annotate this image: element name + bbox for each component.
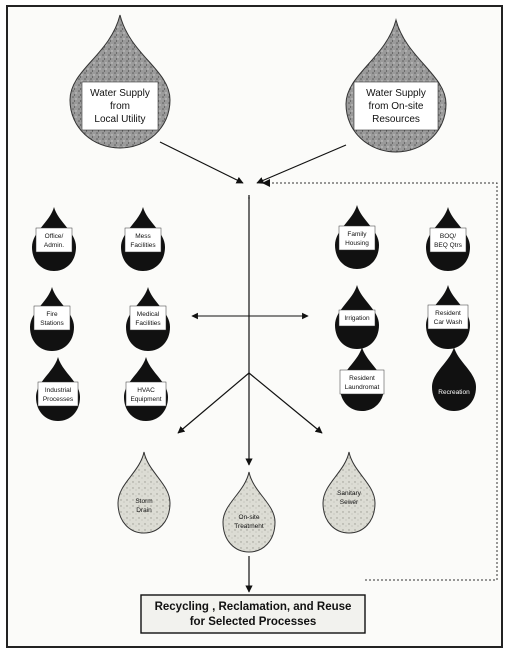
drop-label-line: Family [347,231,367,238]
drop-label-line: Sewer [340,499,359,506]
drop-label-line: from [110,101,130,112]
result-box-line: for Selected Processes [190,616,317,628]
drop-label-line: Equipment [130,396,161,403]
arrow-utility-to-junction [159,141,244,184]
drop-label-line: Fire [46,311,58,318]
drop-label-line: Medical [137,311,160,318]
drop-label-line: Office/ [45,233,64,240]
use-drops-right: Family Housing BOQ/ BEQ Qtrs Irrigation … [335,205,476,411]
drop-onsite-treatment: On-site Treatment [222,471,276,553]
drop-label-line: Sanitary [337,490,362,497]
result-box-line: Recycling , Reclamation, and Reuse [155,601,352,613]
result-box: Recycling , Reclamation, and Reuse for S… [140,594,366,634]
drop-label-line: Industrial [45,387,72,394]
arrow-onsite-to-junction [256,144,347,184]
drop-label-line: Admin. [44,242,64,249]
drop-label-line: Processes [43,396,74,403]
drop-label-line: Drain [136,507,152,514]
drop-label-line: Recreation [438,389,470,396]
use-drops-left: Office/ Admin. Mess Facilities Fire Stat… [30,207,170,421]
drop-label-line: BOQ/ [440,233,456,240]
drop-label-line: Resources [372,114,420,125]
recycle-arrowhead [262,179,270,187]
drop-label-line: HVAC [137,387,155,394]
drop-label-line: Resident [349,375,375,382]
drop-label-line: Laundromat [345,384,380,391]
arrow-to-storm-drain [177,372,250,434]
drop-label-line: Facilities [130,242,156,249]
drop-label-line: Water Supply [366,88,426,99]
drop-label-line: Resident [435,310,461,317]
drop-label-line: On-site [239,514,260,521]
recycle-loop-line [262,182,498,581]
drop-label-line: Storm [135,498,152,505]
drop-label-line: Housing [345,240,369,247]
drop-storm-drain: Storm Drain [117,451,171,534]
drop-label-line: Facilities [135,320,161,327]
arrow-to-sanitary-sewer [248,372,323,434]
drop-local-utility: Water Supply from Local Utility [69,14,171,149]
drop-label-line: Water Supply [90,88,150,99]
drop-label-line: BEQ Qtrs [434,242,463,249]
drop-label-line: Stations [40,320,64,327]
drop-label-line: Mess [135,233,151,240]
drop-onsite-resources: Water Supply from On-site Resources [345,18,447,153]
drop-label-line: from On-site [368,101,423,112]
drop-label-line: Treatment [234,523,264,530]
drop-sanitary-sewer: Sanitary Sewer [322,451,376,534]
drop-label-line: Car Wash [434,319,463,326]
drop-recreation [432,347,476,411]
drop-label-line: Irrigation [344,315,370,322]
drop-label-line: Local Utility [94,114,145,125]
